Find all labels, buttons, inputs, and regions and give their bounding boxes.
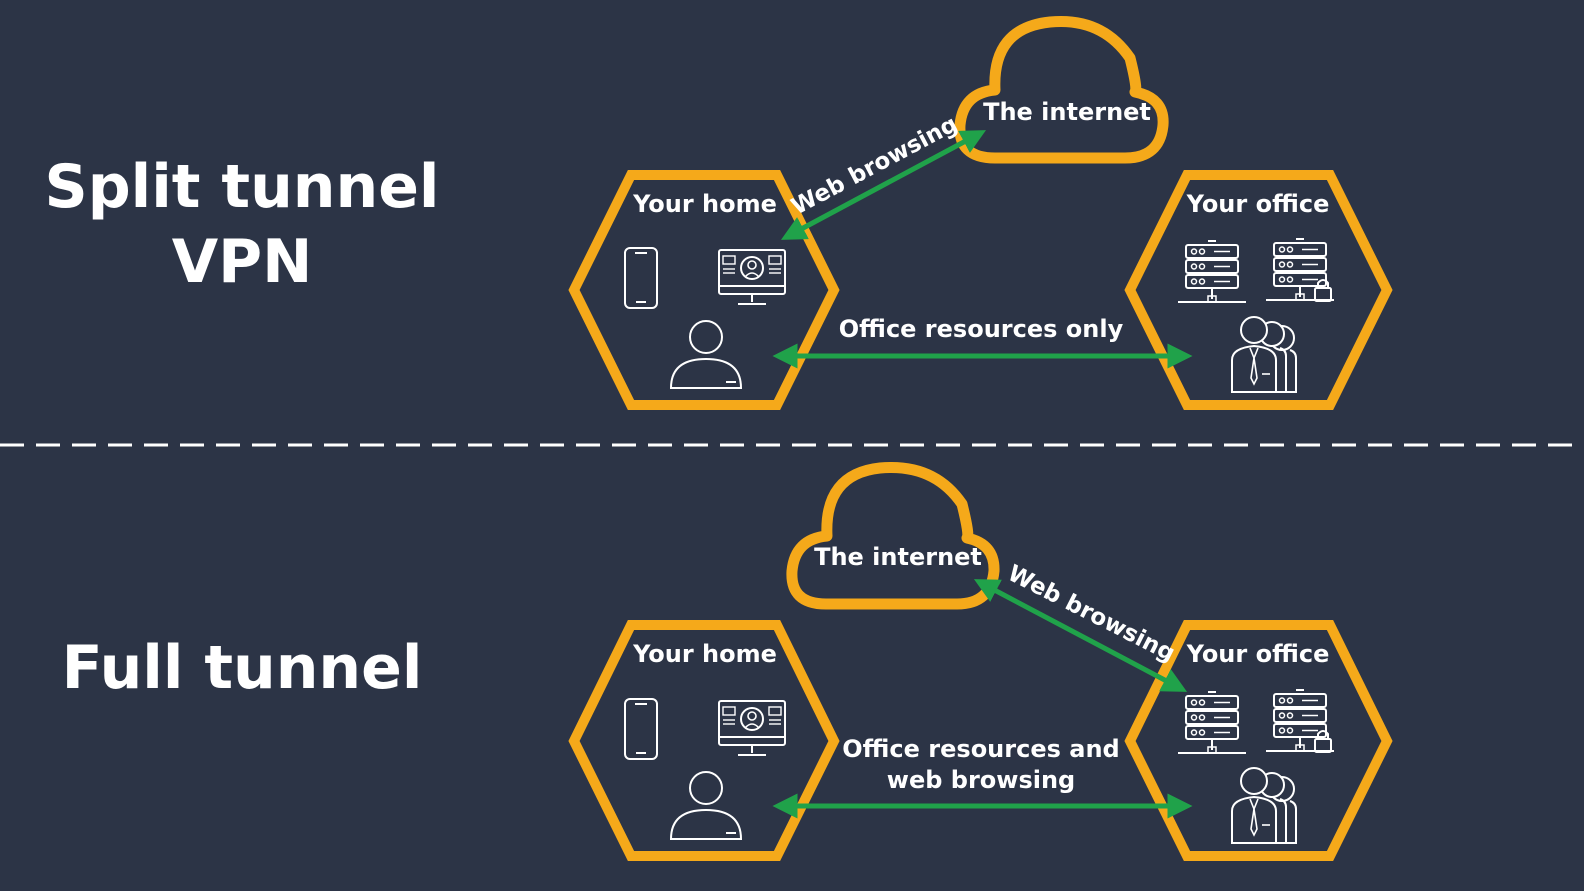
office-resources-label-line2: web browsing — [887, 766, 1075, 794]
home-label: Your home — [632, 190, 777, 218]
split-title-line2: VPN — [172, 227, 313, 297]
office-label: Your office — [1186, 190, 1330, 218]
office-label: Your office — [1186, 640, 1330, 668]
internet-label: The internet — [983, 98, 1151, 126]
locked-server-icon — [1265, 238, 1335, 301]
server-icon — [1177, 240, 1247, 303]
split-title-line1: Split tunnel — [45, 152, 440, 222]
internet-cloud — [954, 15, 1169, 164]
web-browsing-arrow — [780, 130, 987, 240]
home-hexagon — [568, 620, 840, 861]
office-team-icon — [1231, 316, 1297, 393]
home-hexagon — [568, 170, 840, 410]
locked-server-icon — [1265, 689, 1335, 752]
home-label: Your home — [632, 640, 777, 668]
lock-icon — [1314, 730, 1332, 753]
office-resources-label: Office resources only — [839, 315, 1124, 343]
server-icon — [1177, 691, 1247, 754]
full-title: Full tunnel — [62, 633, 423, 703]
web-browsing-label: Web browsing — [1003, 560, 1179, 667]
internet-cloud — [786, 461, 1000, 610]
office-resources-label-line1: Office resources and — [842, 735, 1119, 763]
internet-label: The internet — [814, 543, 982, 571]
office-team-icon — [1231, 767, 1297, 844]
user-icon — [670, 771, 742, 840]
lock-icon — [1314, 279, 1332, 302]
office-hexagon — [1124, 170, 1393, 410]
computer-monitor-icon — [718, 249, 786, 305]
phone-icon — [624, 698, 658, 760]
computer-monitor-icon — [718, 700, 786, 756]
phone-icon — [624, 247, 658, 309]
office-hexagon — [1124, 620, 1393, 861]
user-icon — [670, 320, 742, 389]
web-browsing-arrow — [973, 579, 1188, 692]
web-browsing-label: Web browsing — [787, 111, 962, 220]
